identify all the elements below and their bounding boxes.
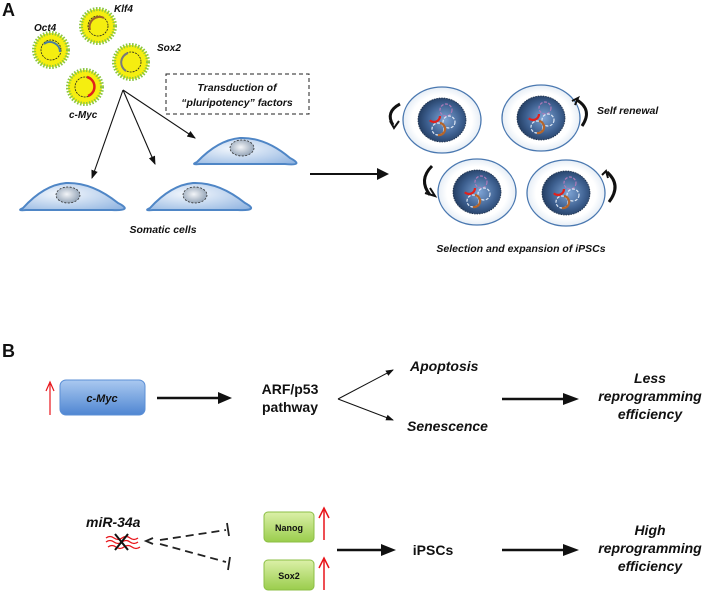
arrow-to-pathway-head [218, 392, 232, 404]
upregulation-arrows [318, 506, 330, 590]
high-efficiency-line2: reprogramming [598, 540, 702, 556]
somatic-cells-label: Somatic cells [129, 224, 196, 236]
branch-arrows [337, 369, 394, 421]
panel-a-label: A [2, 0, 15, 20]
self-renewal-label: Self renewal [597, 105, 659, 117]
mir-34a-knockout-icon [105, 533, 141, 551]
virus-c-myc [66, 68, 104, 106]
less-efficiency-line1: Less [634, 370, 666, 386]
ipsc-colony [437, 158, 517, 226]
high-efficiency-line1: High [634, 522, 665, 538]
inhibition-lines [143, 522, 231, 571]
high-efficiency-line3: efficiency [618, 558, 684, 574]
somatic-cell [19, 181, 126, 212]
virus-klf4 [79, 7, 117, 45]
transduction-line1: Transduction of [197, 82, 278, 94]
arrow-to-high-efficiency-head [563, 544, 579, 556]
virus-oct4 [32, 31, 70, 69]
ipsc-colony [501, 84, 581, 152]
transduction-arrows [91, 89, 196, 180]
pathway-line2: pathway [262, 399, 318, 415]
virus-sox2 [112, 43, 150, 81]
somatic-cell [146, 181, 253, 212]
arrow-to-ipscs-head [381, 544, 396, 556]
mir-34a-label: miR-34a [86, 514, 141, 530]
nanog-box [263, 511, 315, 543]
panel-b-label: B [2, 341, 15, 361]
ipsc-colony [526, 159, 606, 227]
arrow-to-less-efficiency-head [563, 393, 579, 405]
c-myc-box-label: c-Myc [86, 393, 117, 405]
somatic-cell [193, 136, 298, 166]
transduction-box [165, 73, 310, 115]
klf4-label: Klf4 [114, 4, 133, 15]
self-renewal-arrows [388, 95, 617, 203]
sox2-box-label: Sox2 [278, 571, 300, 581]
c-myc-box [59, 379, 146, 416]
nanog-label: Nanog [275, 523, 303, 533]
transduction-line2: “pluripotency” factors [181, 97, 293, 109]
ipscs-label: iPSCs [413, 542, 454, 558]
oct4-label: Oct4 [34, 23, 57, 34]
apoptosis-label: Apoptosis [409, 358, 479, 374]
less-efficiency-line3: efficiency [618, 406, 684, 422]
ipsc-colony [402, 86, 482, 154]
pathway-line1: ARF/p53 [262, 381, 319, 397]
senescence-label: Senescence [407, 418, 488, 434]
c-myc-label: c-Myc [69, 110, 98, 121]
ipsc-selection-label: Selection and expansion of iPSCs [436, 243, 605, 255]
sox2-box [263, 559, 315, 591]
c-myc-up-arrowhead [45, 380, 55, 392]
sox2-label: Sox2 [157, 43, 181, 54]
less-efficiency-line2: reprogramming [598, 388, 702, 404]
